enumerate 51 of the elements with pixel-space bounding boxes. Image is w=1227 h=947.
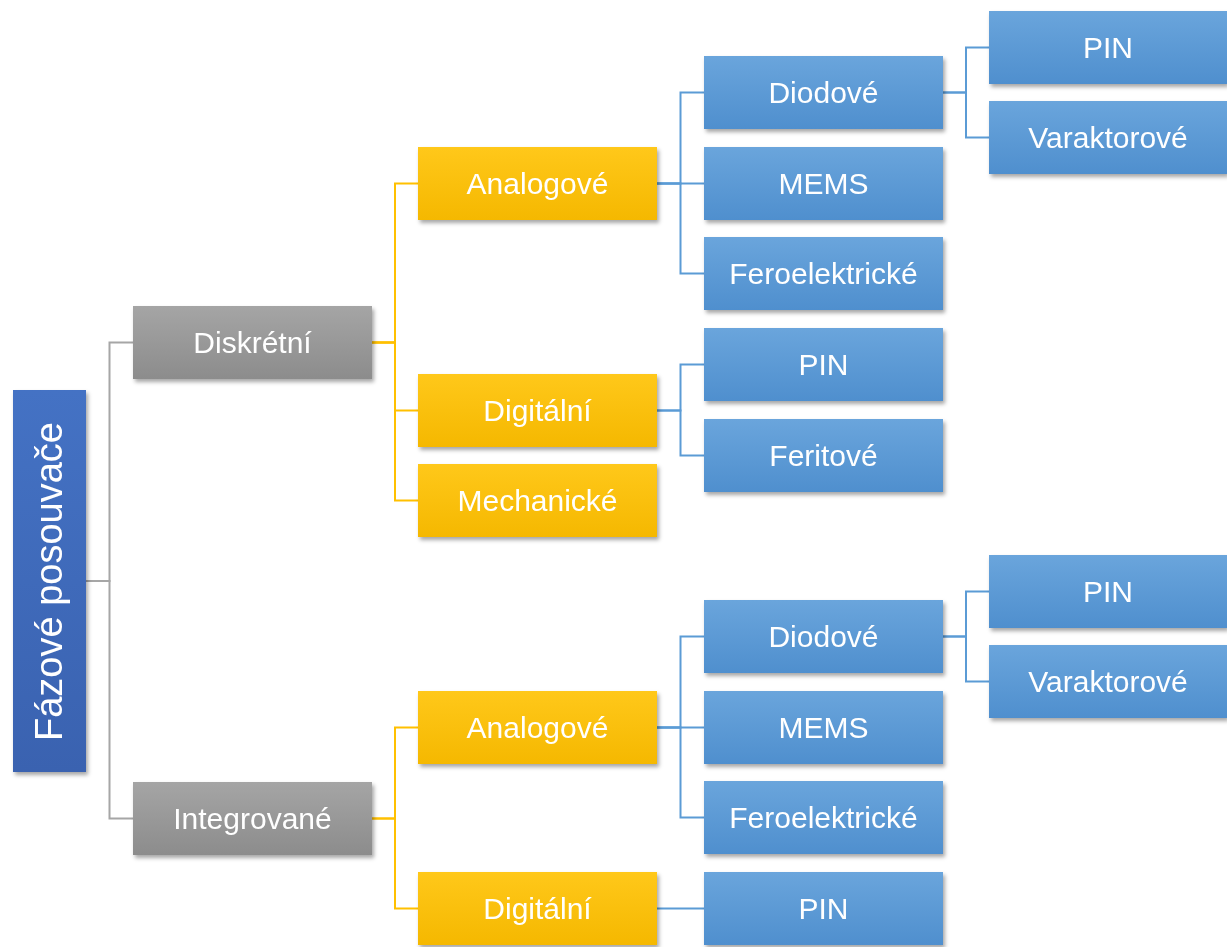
- type-box: [704, 691, 943, 764]
- type-box: [989, 101, 1227, 174]
- type-box: [704, 872, 943, 945]
- box-label: Feritové: [769, 438, 878, 473]
- type-box: [704, 328, 943, 401]
- type-box: [704, 237, 943, 310]
- connector-line: [85, 580, 134, 820]
- category-box: [418, 464, 657, 537]
- connector-line: [656, 726, 705, 819]
- box-label: Feroelektrické: [729, 800, 918, 835]
- box-label: Varaktorové: [1028, 120, 1188, 155]
- type-box: [704, 600, 943, 673]
- box-label: PIN: [1083, 30, 1133, 65]
- box-label: Diodové: [768, 619, 879, 654]
- type-box: [704, 419, 943, 492]
- box-label: Feroelektrické: [729, 256, 918, 291]
- type-box: [989, 11, 1227, 84]
- root-box: [13, 390, 86, 772]
- type-box: [989, 645, 1227, 718]
- connector-line: [371, 817, 419, 910]
- box-label: PIN: [798, 347, 849, 382]
- connector-line: [942, 91, 990, 139]
- box-label: Digitální: [483, 891, 592, 926]
- connector-line: [371, 341, 419, 502]
- box-label: MEMS: [778, 166, 869, 201]
- category-box: [418, 872, 657, 945]
- box-label: Diskrétní: [193, 325, 312, 360]
- box-label: MEMS: [778, 710, 869, 745]
- box-label: Analogové: [466, 166, 609, 201]
- box-label: Integrované: [173, 801, 332, 836]
- type-box: [989, 555, 1227, 628]
- box-label: Digitální: [483, 393, 592, 428]
- box-label: Analogové: [466, 710, 609, 745]
- category-box: [418, 374, 657, 447]
- connector-line: [656, 409, 705, 457]
- box-label: Mechanické: [457, 483, 618, 518]
- box-label: Fázové posouvače: [28, 421, 71, 741]
- category-box: [418, 691, 657, 764]
- category-box: [133, 306, 372, 379]
- box-label: Varaktorové: [1028, 664, 1188, 699]
- category-box: [133, 782, 372, 855]
- category-box: [418, 147, 657, 220]
- type-box: [704, 781, 943, 854]
- box-label: PIN: [1083, 574, 1133, 609]
- connector-line: [942, 635, 990, 683]
- box-label: PIN: [798, 891, 849, 926]
- connector-line: [656, 182, 705, 275]
- type-box: [704, 147, 943, 220]
- box-label: Diodové: [768, 75, 879, 110]
- connector-line: [656, 907, 705, 910]
- type-box: [704, 56, 943, 129]
